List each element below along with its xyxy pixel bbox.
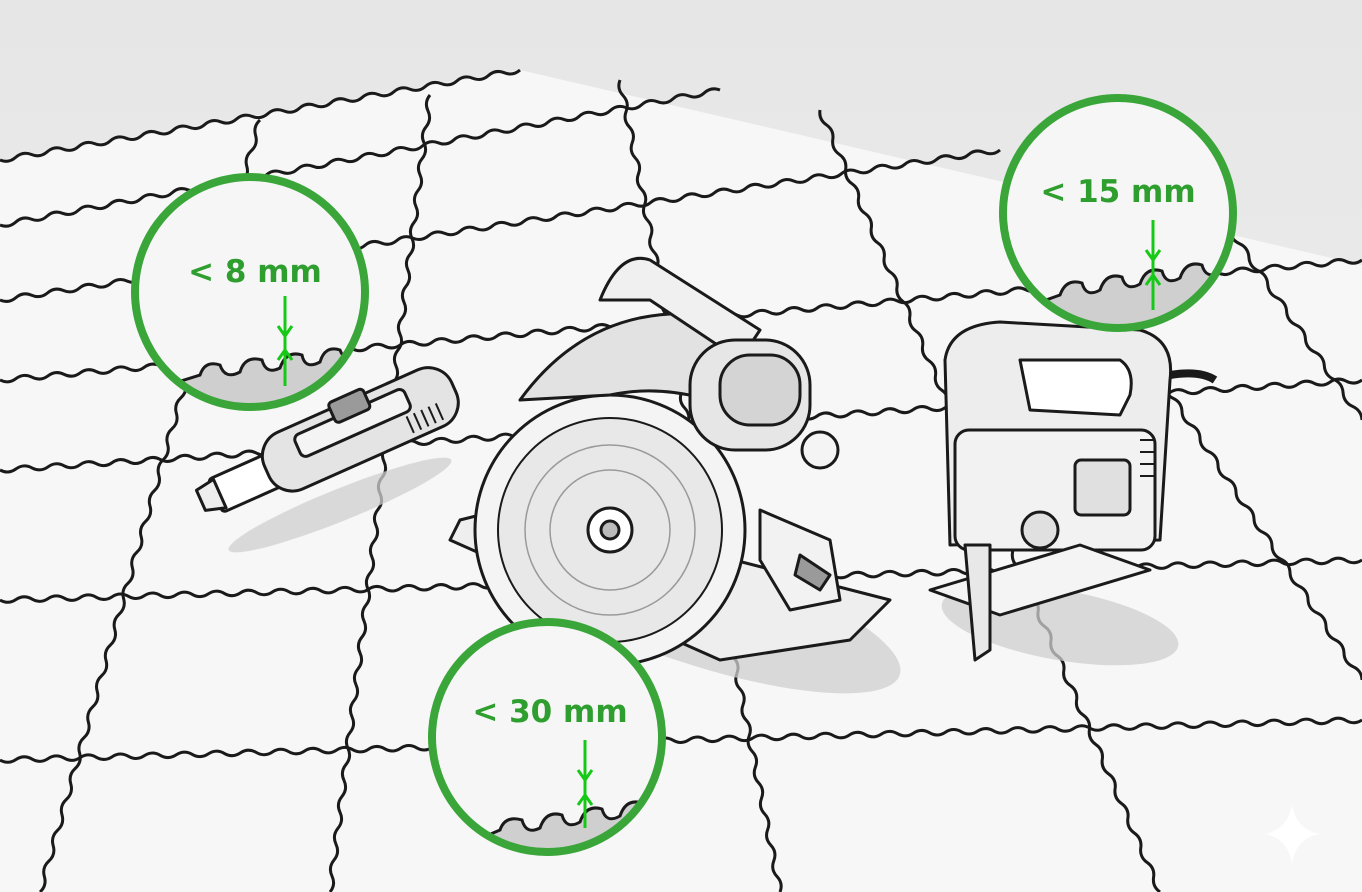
jigsaw: [928, 320, 1218, 662]
callout-label-cutter: < 8 mm: [188, 254, 322, 290]
callout-label-jigsaw: < 15 mm: [1040, 174, 1195, 210]
thickness-marker-jigsaw: [1144, 220, 1162, 310]
callout-jigsaw: < 15 mm: [999, 94, 1237, 332]
callout-circular-saw: < 30 mm: [428, 618, 666, 856]
sparkle-icon: [1264, 804, 1320, 864]
callout-lens: [135, 177, 365, 407]
tile-seam: [1228, 229, 1362, 421]
utility-knife: [194, 366, 460, 513]
tile-seam: [0, 68, 522, 163]
thickness-marker-circular-saw: [576, 740, 594, 828]
thickness-marker-cutter: [276, 296, 294, 386]
tile-seam: [0, 87, 721, 228]
callout-cutter: < 8 mm: [131, 173, 369, 411]
callout-label-circular-saw: < 30 mm: [472, 694, 627, 730]
circular-saw: [448, 257, 892, 667]
callout-lens: [432, 622, 662, 852]
tile-seam: [0, 716, 1362, 764]
callout-lens: [1003, 98, 1233, 328]
